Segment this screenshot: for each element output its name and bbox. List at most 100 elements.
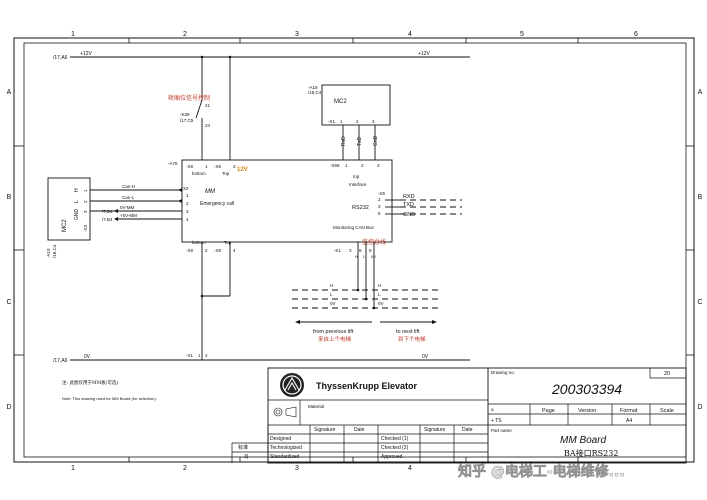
mm-x2-pin-2: 2 xyxy=(186,201,189,206)
mm-bottom-caption-right: Top xyxy=(224,240,232,245)
mm-x66-pin-1: 1 xyxy=(345,163,348,168)
mm-x2-pin-3: 3 xyxy=(186,209,189,214)
mc2-top-sub: /18,C4 xyxy=(308,90,322,95)
projection-icon xyxy=(273,406,297,418)
mc2-left-ref: -A19 xyxy=(46,248,51,258)
signal-rxd: RxD xyxy=(341,136,347,146)
mm-x6-pin: 3 xyxy=(233,164,236,169)
mc2-top-pin-1: 1 xyxy=(340,119,343,124)
row-code-tech: 标准 xyxy=(238,444,248,451)
mm-x1-label: -X1 xyxy=(186,353,194,358)
mm-bottom-caption-left: bottom xyxy=(192,240,206,245)
mc2-top-name: MC2 xyxy=(334,99,347,105)
bus-left-l: L xyxy=(330,292,333,297)
mm-interface: Interface xyxy=(349,182,367,187)
grid-col-2-bottom: 2 xyxy=(183,465,187,472)
mm-x8-caption: bottom xyxy=(192,171,206,176)
part-name-label: Part name xyxy=(491,428,512,433)
mm-x2-label: X2 xyxy=(183,186,189,191)
rail-0v-ref: /17,A6 xyxy=(53,358,68,364)
grid-row-a: A xyxy=(7,89,12,96)
arrow-can-h xyxy=(178,188,182,192)
mm-x66-pin-2: 2 xyxy=(361,163,364,168)
mm-x1-pin-2: 2 xyxy=(205,353,208,358)
format-value: A4 xyxy=(626,418,632,424)
rail-12v-label-right: +12V xyxy=(418,51,430,57)
flag-ts: + TS xyxy=(491,418,502,424)
mm-interface-top: top xyxy=(353,174,360,179)
mm-bottom-pin-4: 4 xyxy=(233,248,236,253)
arrow-from-prev-head xyxy=(295,320,300,324)
signal-5v-mm: +5V-MM xyxy=(120,213,137,218)
bus-left-0v: 0V xyxy=(330,301,336,306)
switch-sub: /17,C5 xyxy=(180,118,194,123)
mm-x2-pin-1: 1 xyxy=(186,193,189,198)
mm-x8-pin: 1 xyxy=(205,164,208,169)
switch-label-cn: 轿厢位信号控制 xyxy=(168,94,210,102)
switch-pin-bottom: 24 xyxy=(205,123,211,128)
mm-name: MM xyxy=(205,189,215,195)
signal-0v-mm: 0V-MM xyxy=(120,205,135,210)
date-header-2: Date xyxy=(462,427,473,433)
rs232-rxd: RXD xyxy=(403,194,415,200)
mc2-top-ref: -A19 xyxy=(308,85,318,90)
signature-header-2: Signature xyxy=(424,427,446,433)
grid-col-2: 2 xyxy=(183,31,187,38)
mc2-top-box xyxy=(321,84,391,126)
mc2-left-pin-2: 2 xyxy=(83,200,88,203)
row-technologized: Technologized xyxy=(270,445,302,451)
check-2: Checked (2) xyxy=(381,445,409,451)
bus-left-h: H xyxy=(330,283,333,288)
mm-x8-label: -X8 xyxy=(186,164,194,169)
title-block xyxy=(231,367,687,464)
grid-col-4-bottom: 4 xyxy=(408,465,412,472)
mm-x5-pin-2: 2 xyxy=(378,197,381,202)
signature-header: Signature xyxy=(314,427,336,433)
mm-x66-label: -X66 xyxy=(330,163,340,168)
mm-x1-pin-1: 1 xyxy=(198,353,201,358)
rail-0v-label-right: 0V xyxy=(422,354,429,360)
mm-xk1-pin-9: 9 xyxy=(369,248,372,253)
mm-bottom-pin-2: 2 xyxy=(205,248,208,253)
signal-can-h: Can-H xyxy=(122,184,135,189)
thyssenkrupp-logo-icon xyxy=(280,373,304,397)
mm-rs232: RS232 xyxy=(352,205,369,211)
grid-row-c-right: C xyxy=(697,299,702,306)
switch-contact xyxy=(195,99,203,119)
grid-col-6: 6 xyxy=(634,31,638,38)
grid-col-3-bottom: 3 xyxy=(295,465,299,472)
grid-row-b-right: B xyxy=(698,194,703,201)
grid-top-ticks xyxy=(14,38,694,462)
from-prev-lift-cn: 来自上个电梯 xyxy=(318,335,352,343)
part-sub: BA接口RS232 xyxy=(564,448,618,458)
row-code-std: 3) xyxy=(244,454,249,460)
rs232-txd: TXD xyxy=(403,202,414,208)
col-page: Page xyxy=(542,408,555,414)
arrow-0v-mm xyxy=(114,209,118,213)
grid-row-d: D xyxy=(6,404,11,411)
mc2-left-signal-h: H xyxy=(74,188,80,192)
mm-x6-label: -X6 xyxy=(214,164,222,169)
switch-ref: -K39 xyxy=(180,112,190,117)
mc2-left-name: MC2 xyxy=(62,219,68,232)
mm-subtitle: Emergency call xyxy=(200,201,234,207)
bus-right-l: L xyxy=(378,292,381,297)
grid-col-5: 5 xyxy=(520,31,524,38)
mm-x6-caption: Top xyxy=(222,171,230,176)
arrow-5v-mm xyxy=(114,217,118,221)
col-format: Format xyxy=(620,408,638,414)
mc2-left-signal-gnd: GND xyxy=(74,209,80,221)
date-header: Date xyxy=(354,427,365,433)
approved: Approved xyxy=(381,454,403,460)
grid-row-b: B xyxy=(7,194,12,201)
junction-bottom xyxy=(200,294,204,298)
can-k1-top-h: H xyxy=(355,254,358,259)
watermark-text: 知乎 @电梯工-电梯维修... xyxy=(458,463,625,480)
can-k1-top-l: L xyxy=(363,254,366,259)
grid-row-c: C xyxy=(6,299,11,306)
left-ref-1: /7,B4 xyxy=(102,209,113,214)
mm-x5-pin-5: 5 xyxy=(378,211,381,216)
left-ref-2: /7,B4 xyxy=(102,217,113,222)
mm-xk1: -K1 xyxy=(334,248,342,253)
signal-gnd: GnD xyxy=(373,135,379,146)
